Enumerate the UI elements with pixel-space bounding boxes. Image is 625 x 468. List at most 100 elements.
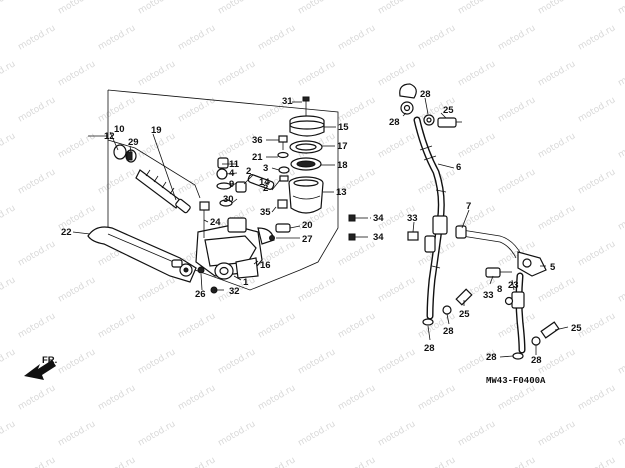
watermark-text: motod.ru <box>17 239 58 268</box>
callout-3: 3 <box>263 163 268 174</box>
front-direction-label: FR. <box>42 355 57 366</box>
callout-20: 20 <box>302 220 313 231</box>
watermark-text: motod.ru <box>377 0 418 17</box>
watermark-text: motod.ru <box>177 311 218 340</box>
front-direction-arrow <box>24 360 56 380</box>
watermark-text: motod.ru <box>17 167 58 196</box>
callout-25a: 25 <box>443 105 454 116</box>
watermark-text: motod.ru <box>537 59 578 88</box>
watermark-text: motod.ru <box>577 311 618 340</box>
callout-34b: 34 <box>373 232 384 243</box>
watermark-text: motod.ru <box>257 311 298 340</box>
watermark-text: motod.ru <box>97 383 138 412</box>
watermark-text: motod.ru <box>97 23 138 52</box>
watermark-text: motod.ru <box>537 347 578 376</box>
watermark-text: motod.ru <box>217 419 258 448</box>
callout-18: 18 <box>337 160 348 171</box>
watermark-text: motod.ru <box>17 455 58 468</box>
watermark-text: motod.ru <box>537 275 578 304</box>
callout-28d: 28 <box>424 343 435 354</box>
watermark-text: motod.ru <box>257 23 298 52</box>
callout-4: 4 <box>229 168 235 179</box>
diaphragm-plate <box>289 140 323 154</box>
watermark-text: motod.ru <box>217 0 258 17</box>
callout-8: 8 <box>497 284 502 295</box>
callout-24: 24 <box>210 217 221 228</box>
watermark-text: motod.ru <box>577 167 618 196</box>
callout-2a: 2 <box>246 166 251 177</box>
watermark-text: motod.ru <box>337 311 378 340</box>
watermark-text: motod.ru <box>417 383 458 412</box>
watermark-text: motod.ru <box>57 0 98 17</box>
callout-36: 36 <box>252 135 263 146</box>
callout-33b: 33 <box>483 290 494 301</box>
callout-1: 1 <box>243 277 249 288</box>
callout-7: 7 <box>466 201 471 212</box>
watermark-text: motod.ru <box>617 59 625 88</box>
watermark-text: motod.ru <box>617 203 625 232</box>
watermark-text: motod.ru <box>97 167 138 196</box>
watermark-text: motod.ru <box>177 383 218 412</box>
callout-10: 10 <box>114 124 125 135</box>
reservoir-body <box>288 176 324 214</box>
watermark-text: motod.ru <box>617 275 625 304</box>
watermark-text: motod.ru <box>57 59 98 88</box>
watermark-text: motod.ru <box>417 455 458 468</box>
watermark-text: motod.ru <box>337 239 378 268</box>
watermark-text: motod.ru <box>0 0 17 17</box>
callout-23: 23 <box>508 280 519 291</box>
callout-15: 15 <box>338 122 349 133</box>
watermark-text: motod.ru <box>617 347 625 376</box>
callout-28a: 28 <box>389 117 400 128</box>
piston-set <box>216 157 291 241</box>
brake-lever <box>87 226 197 283</box>
watermark-text: motod.ru <box>577 383 618 412</box>
assembly-outline-inner <box>107 139 201 199</box>
watermark-text: motod.ru <box>617 131 625 160</box>
callout-2b: 2 <box>263 183 268 194</box>
callout-5: 5 <box>550 262 556 273</box>
watermark-text: motod.ru <box>0 347 17 376</box>
watermark-text: motod.ru <box>0 59 17 88</box>
watermark-text: motod.ru <box>297 275 338 304</box>
watermark-text: motod.ru <box>297 347 338 376</box>
callout-34a: 34 <box>373 213 384 224</box>
sealing-washers <box>442 296 541 346</box>
watermark-text: motod.ru <box>457 59 498 88</box>
watermark-text: motod.ru <box>97 95 138 124</box>
watermark-text: motod.ru <box>17 383 58 412</box>
watermark-text: motod.ru <box>97 311 138 340</box>
watermark-text: motod.ru <box>497 167 538 196</box>
leader-lines <box>72 97 569 358</box>
watermark-text: motod.ru <box>0 203 17 232</box>
watermark-text: motod.ru <box>57 275 98 304</box>
watermark-text: motod.ru <box>497 455 538 468</box>
callout-29: 29 <box>128 137 139 148</box>
watermark-text: motod.ru <box>177 23 218 52</box>
watermark-text: motod.ru <box>17 311 58 340</box>
callout-13: 13 <box>336 187 347 198</box>
watermark-text: motod.ru <box>377 131 418 160</box>
callout-11: 11 <box>229 159 240 170</box>
brake-hose <box>399 83 462 326</box>
watermark-text: motod.ru <box>0 419 17 448</box>
watermark-text: motod.ru <box>337 23 378 52</box>
watermark-text: motod.ru <box>297 419 338 448</box>
callout-12: 12 <box>104 131 115 142</box>
callout-26: 26 <box>195 289 206 300</box>
callout-25c: 25 <box>571 323 582 334</box>
callouts: 12 10 29 19 31 15 17 18 13 36 21 3 2 14 … <box>61 89 582 366</box>
watermark-text: motod.ru <box>457 131 498 160</box>
watermark-text: motod.ru <box>257 383 298 412</box>
watermark-text: motod.ru <box>617 0 625 17</box>
watermark-text: motod.ru <box>297 0 338 17</box>
watermark-text: motod.ru <box>497 95 538 124</box>
pivot-bolt-24 <box>197 201 218 294</box>
watermark-text: motod.ru <box>137 275 178 304</box>
watermark-text: motod.ru <box>257 455 298 468</box>
watermark-text: motod.ru <box>137 347 178 376</box>
watermark-text: motod.ru <box>57 347 98 376</box>
reservoir-cap <box>289 96 325 137</box>
watermark-text: motod.ru <box>537 203 578 232</box>
